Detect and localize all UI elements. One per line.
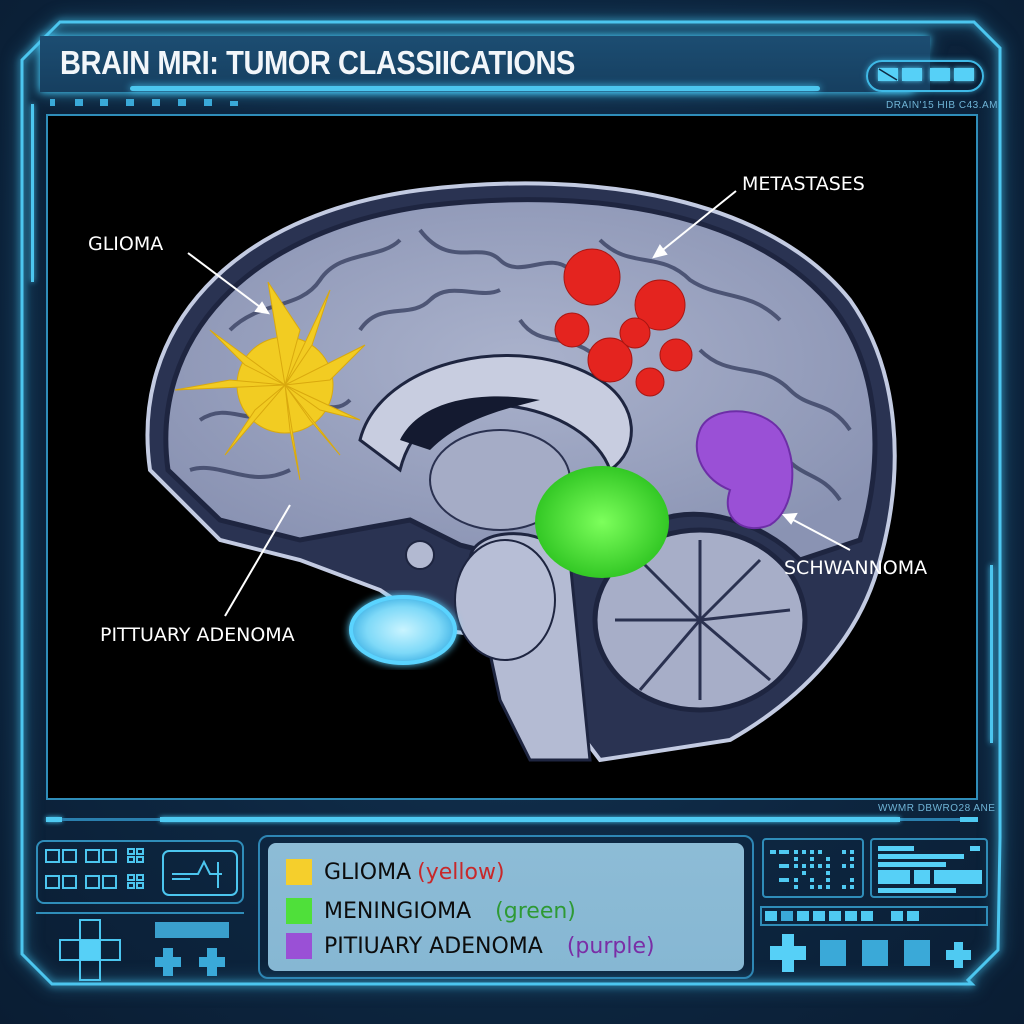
bar-readout-panel [870,838,988,898]
square-button-1 [820,940,846,966]
dpad-center [80,940,100,960]
control-panel-left [36,840,244,904]
legend-panel [268,843,744,971]
left-scroll-indicator[interactable] [31,104,34,282]
mri-scan-image [145,181,897,763]
legend-color-label: (yellow) [417,859,505,885]
waveform-monitor[interactable] [162,850,238,896]
label-metastases: METASTASES [742,173,865,195]
legend-color-label: (green) [495,898,576,924]
header-dot [230,101,238,106]
cerebellum-folia [615,540,791,700]
slider-bar[interactable] [155,922,229,938]
square-button-2 [862,940,888,966]
legend-frame [258,835,754,979]
header-dot [152,99,160,106]
right-scroll-indicator[interactable] [990,565,993,743]
timestamp-bottom: WWMR DBWRO28 ANE [878,803,996,814]
header-dot [50,99,55,106]
glioma-arrowhead [254,301,270,315]
status-cell-2 [902,68,922,81]
timestamp-top: DRAIN'15 HIB C43.AM [886,100,998,111]
header-dot [75,99,83,106]
progress-fill [160,817,900,822]
header-dot [204,99,212,106]
label-pituitary-adenoma: PITTUARY ADENOMA [100,624,295,646]
legend-swatch-purple [286,933,312,959]
status-indicator[interactable] [866,60,984,92]
panel-divider [36,912,244,914]
metastases-tumors [554,248,693,397]
glioma-tumor [174,281,366,481]
status-cell-3 [930,68,950,81]
metastases-arrowhead [652,244,668,259]
meningioma-tumor [535,466,669,578]
lateral-ventricle [400,396,540,450]
plus-buttons[interactable] [155,948,231,976]
pons [454,539,556,661]
dpad-control[interactable] [58,918,122,982]
label-glioma: GLIOMA [88,233,164,255]
legend-color-label: (purple) [566,933,655,959]
header-dot [126,99,134,106]
keypad-grid [45,848,144,889]
label-arrows [187,190,851,617]
page-title: BRAIN MRI: TUMOR CLASSIICATIONS [60,44,575,81]
legend-name: PITIUARY ADENOMA [324,933,543,959]
pituitary-arrow [224,504,291,617]
glioma-arrow [187,252,269,314]
legend-swatch-green [286,898,312,924]
metastases-arrow [653,190,737,258]
progress-end [960,817,978,822]
header-dot [178,99,186,106]
legend-swatch-yellow [286,859,312,885]
schwannoma-tumor [695,410,794,530]
progress-start [46,817,62,822]
segment-progress [760,906,988,926]
schwannoma-arrow [783,514,851,551]
status-cell-4 [954,68,974,81]
title-bar [40,36,930,92]
status-cell-1 [878,68,898,81]
square-button-3 [904,940,930,966]
label-schwannoma: SCHWANNOMA [784,557,928,579]
waveform-line [172,859,222,875]
data-matrix-panel [762,838,864,898]
pituitary-adenoma-tumor [349,595,457,665]
schwannoma-arrowhead [781,512,798,525]
bottom-right-controls[interactable] [770,934,982,974]
optic-chiasm [405,540,435,570]
legend-name: GLIOMA [324,859,412,885]
legend-item-meningioma: MENINGIOMA (green) [286,895,576,927]
legend-name: MENINGIOMA [324,898,472,924]
legend-item-pituitary: PITIUARY ADENOMA (purple) [286,930,655,962]
legend-item-glioma: GLIOMA (yellow) [286,856,505,888]
title-underline [130,86,820,91]
header-dot [100,99,108,106]
